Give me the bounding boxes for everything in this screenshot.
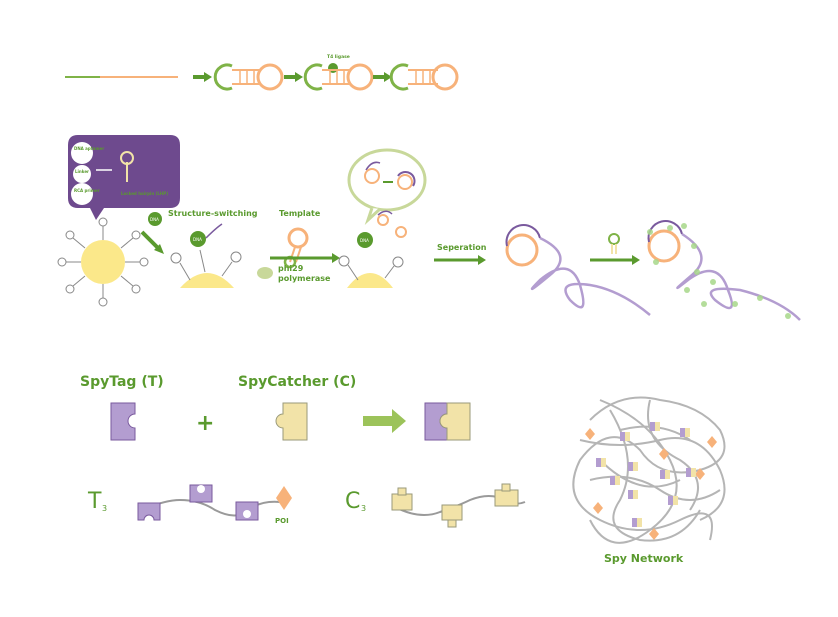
template-hairpin bbox=[283, 227, 309, 269]
separation-label: Seperation bbox=[437, 243, 487, 252]
hairpin-open bbox=[213, 63, 284, 91]
spytag-label: SpyTag (T) bbox=[80, 374, 164, 390]
dna-dot-1 bbox=[148, 212, 162, 226]
spy-complex bbox=[424, 402, 471, 441]
labeled-product bbox=[647, 220, 801, 321]
spy-network bbox=[572, 396, 726, 544]
rca-product bbox=[505, 224, 651, 316]
phi29-label: phi29 bbox=[278, 264, 304, 273]
spycatcher-shape bbox=[275, 402, 308, 441]
c3-letter: C bbox=[345, 489, 360, 514]
poi-label: POI bbox=[275, 517, 289, 525]
arrow-3 bbox=[373, 72, 392, 82]
arrow-2 bbox=[284, 72, 303, 82]
polymerase-complex: DNA bbox=[338, 210, 407, 288]
arrow-1 bbox=[193, 72, 212, 82]
primer-label: RCA primer bbox=[74, 188, 100, 193]
t3-letter: T bbox=[87, 489, 102, 514]
arrow-detection bbox=[590, 255, 640, 265]
c3-subscript: 3 bbox=[361, 504, 366, 513]
spytag-shape bbox=[110, 402, 136, 441]
arrow-assembly bbox=[363, 409, 406, 433]
spy-network-label: Spy Network bbox=[604, 552, 684, 565]
dna-label-1: DNA bbox=[150, 217, 159, 222]
arrow-to-binding bbox=[140, 230, 164, 254]
t4-ligase-label: T4 ligase bbox=[327, 54, 350, 60]
binding-complex: DNA bbox=[170, 223, 242, 288]
hairpin-closed bbox=[389, 63, 459, 91]
plus-sign: + bbox=[196, 411, 214, 436]
spycatcher-label: SpyCatcher (C) bbox=[238, 374, 356, 390]
poi-diamond bbox=[276, 486, 292, 510]
structure-switching-label: Structure-switching bbox=[168, 209, 258, 218]
arrow-separation bbox=[434, 255, 486, 265]
nanoparticle bbox=[57, 217, 149, 307]
aptamer-label: DNA aptamer bbox=[74, 146, 104, 151]
c3-chain bbox=[391, 483, 526, 528]
probe-hairpin bbox=[608, 233, 620, 254]
dna-label-3: DNA bbox=[360, 238, 369, 243]
template-label: Template bbox=[279, 209, 321, 218]
hairpin-ligase: T4 ligase bbox=[303, 54, 374, 91]
linker-label: Linker bbox=[75, 169, 89, 174]
polymerase-icon bbox=[257, 267, 273, 279]
amplification-bubble bbox=[347, 148, 427, 226]
t3-chain bbox=[137, 484, 292, 521]
lhp-label: Locked hairpin (LHP) bbox=[121, 191, 168, 196]
legend-bubble: DNA aptamer Linker RCA primer Locked hai… bbox=[68, 135, 180, 220]
arrow-to-polymerase bbox=[270, 253, 340, 263]
dna-label-2: DNA bbox=[193, 237, 202, 242]
polymerase-label: polymerase bbox=[278, 274, 331, 283]
t3-subscript: 3 bbox=[102, 504, 107, 513]
